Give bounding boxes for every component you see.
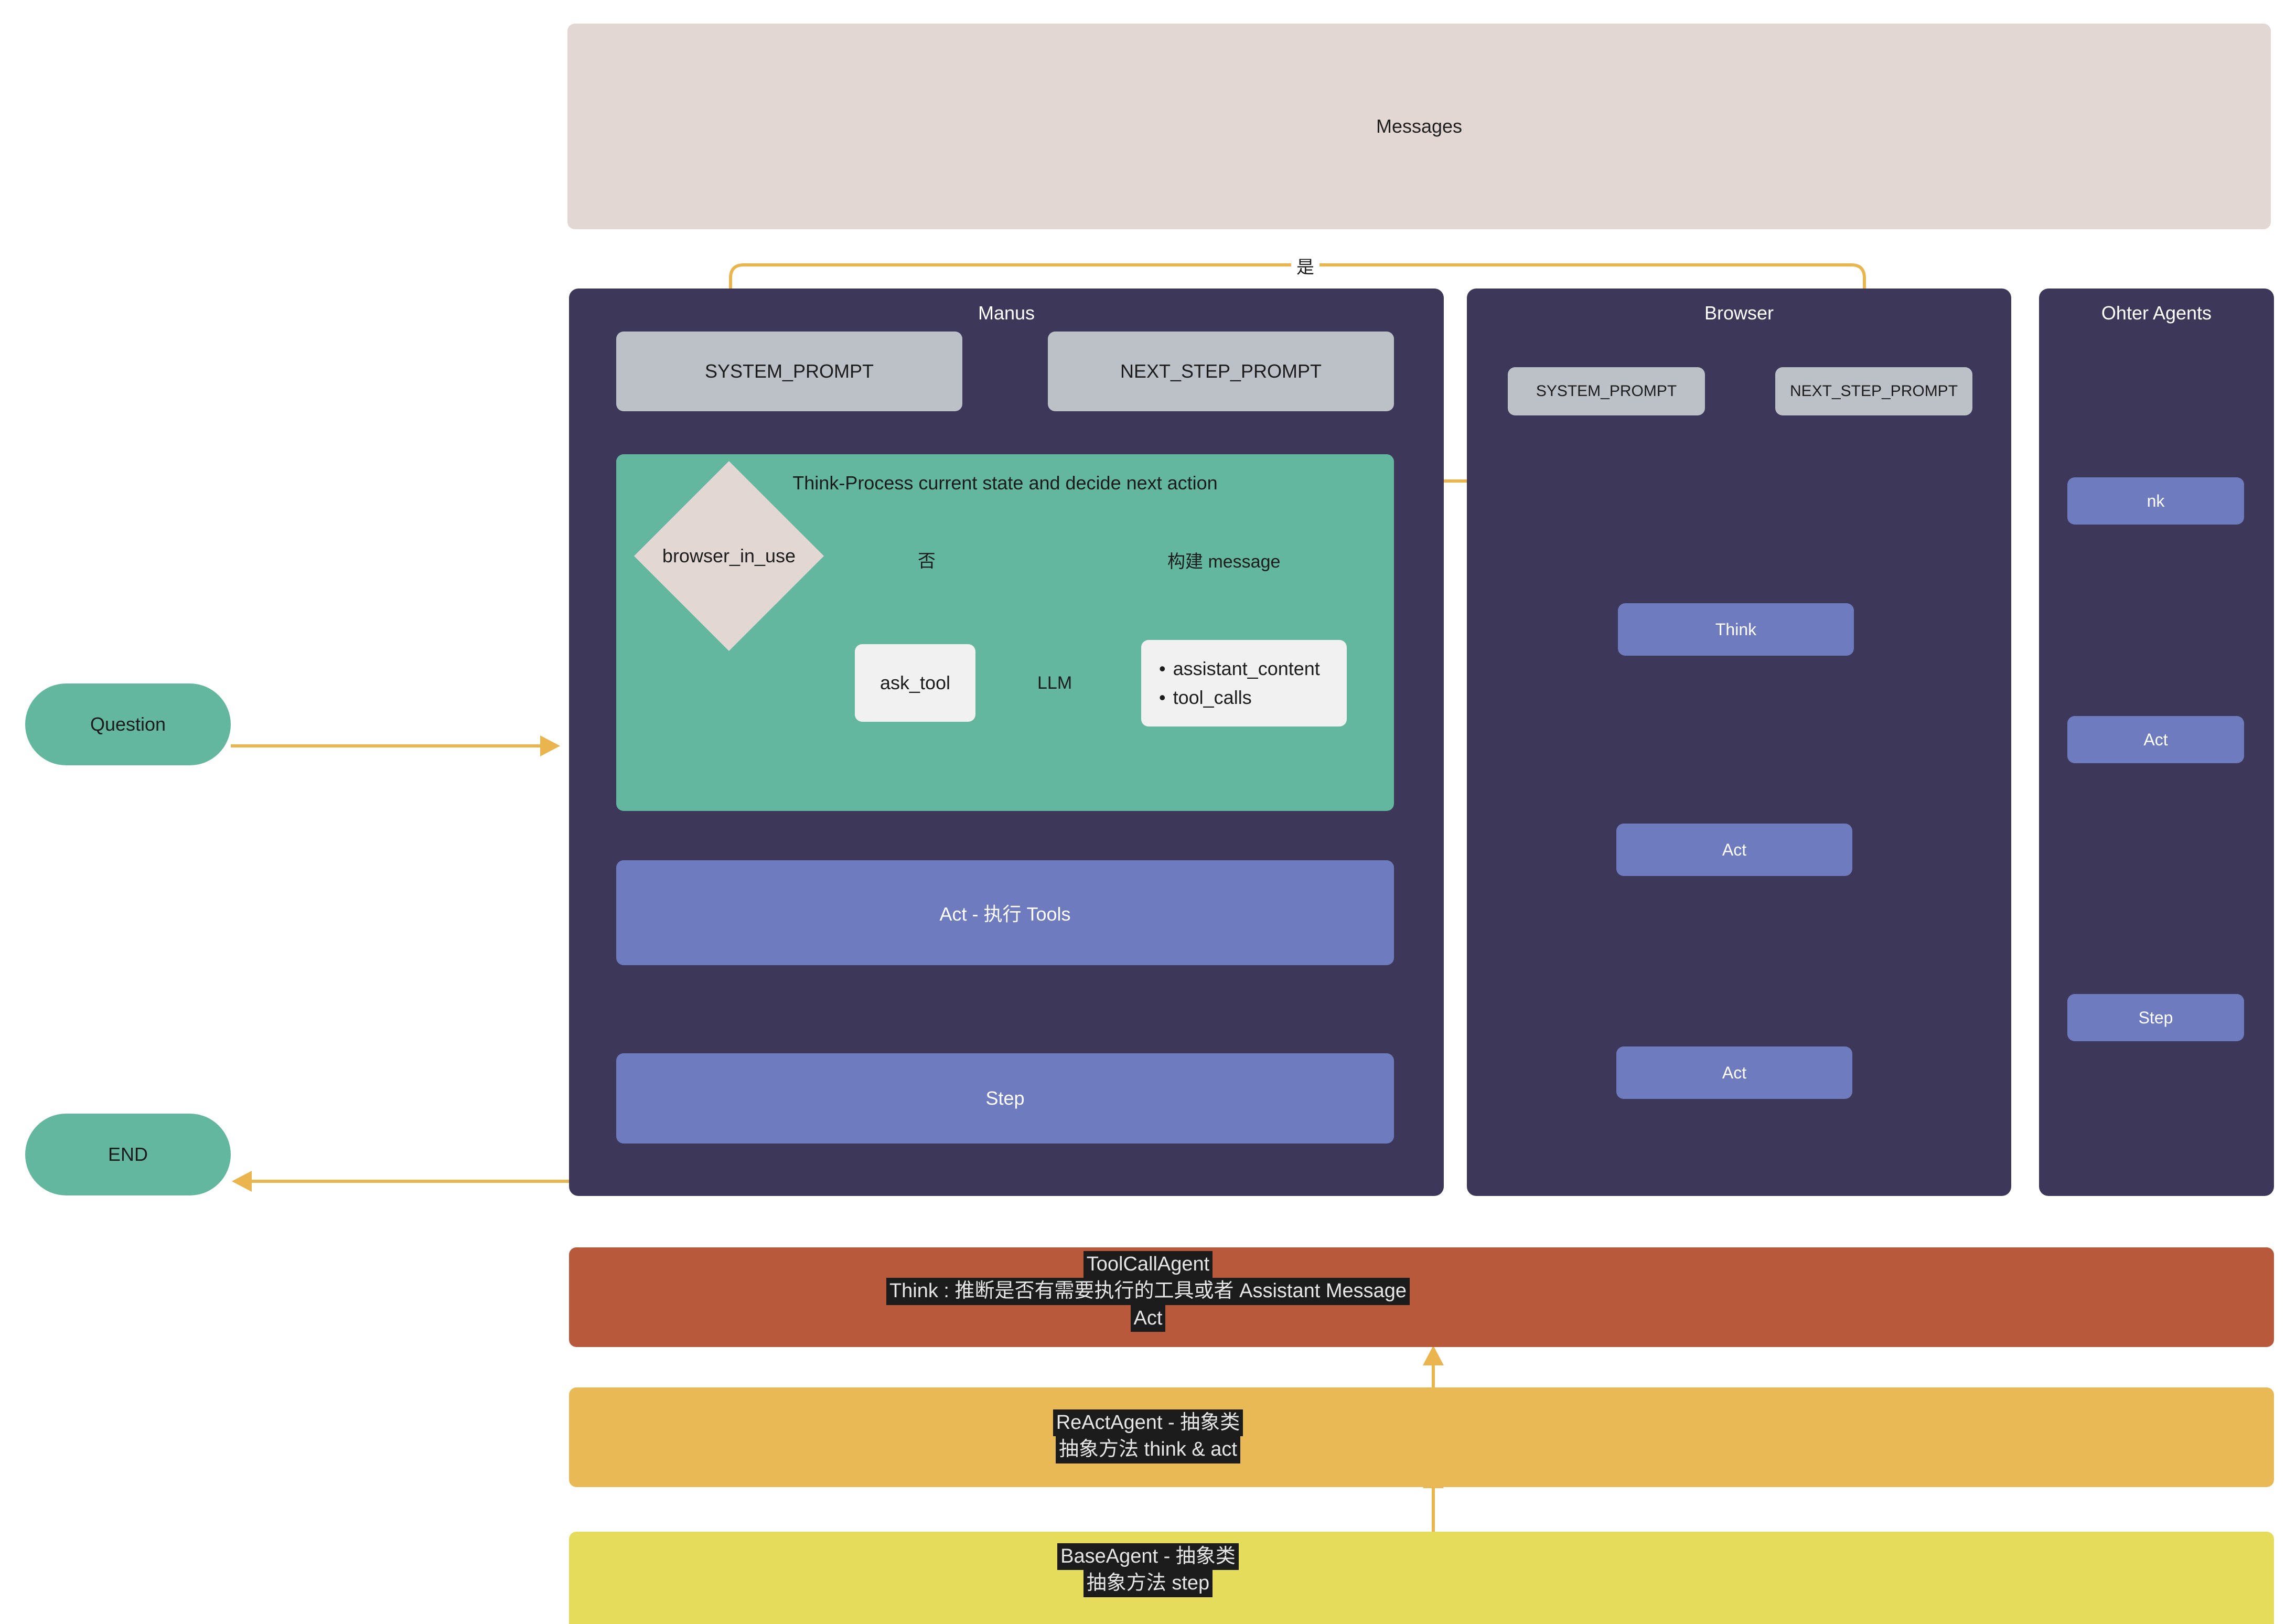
manus-next-step-prompt[interactable]: NEXT_STEP_PROMPT [1048, 332, 1394, 411]
messages-label: Messages [1376, 115, 1463, 137]
manus-act-label: Act - 执行 Tools [939, 903, 1071, 925]
result-bullet-tool-calls: tool_calls [1159, 683, 1329, 712]
tool-call-agent-line-2: Think : 推断是否有需要执行的工具或者 Assistant Message [886, 1278, 1410, 1305]
result-bullet-assistant-content: assistant_content [1159, 655, 1329, 683]
other-agents-title: Ohter Agents [2101, 302, 2212, 324]
browser-panel: Browser [1467, 289, 2011, 1196]
browser-act-1-label: Act [1722, 840, 1747, 859]
edge-label-no: 否 [913, 547, 941, 572]
manus-system-prompt[interactable]: SYSTEM_PROMPT [616, 332, 962, 411]
browser-act-box-2[interactable]: Act [1616, 1046, 1852, 1099]
end-terminator[interactable]: END [25, 1114, 231, 1195]
browser-system-prompt[interactable]: SYSTEM_PROMPT [1508, 367, 1705, 415]
arrow-question-to-manus [540, 735, 560, 756]
other-agents-act-box[interactable]: Act [2067, 716, 2244, 763]
arrow-base-to-react [1423, 1345, 1444, 1365]
start-terminator[interactable]: Question [25, 683, 231, 765]
decision-label: browser_in_use [662, 545, 796, 567]
browser-system-prompt-label: SYSTEM_PROMPT [1536, 382, 1677, 400]
react-agent-text: ReActAgent - 抽象类 抽象方法 think & act [0, 1409, 2296, 1463]
tool-call-agent-bar [569, 1247, 2274, 1347]
manus-think-title: Think-Process current state and decide n… [792, 472, 1218, 494]
base-agent-bar [569, 1532, 2274, 1624]
tool-call-agent-text: ToolCallAgent Think : 推断是否有需要执行的工具或者 Ass… [0, 1251, 2296, 1332]
other-agents-think-label: nk [2147, 491, 2165, 510]
edge-label-yes: 是 [1291, 253, 1319, 279]
edge-label-build-message: 构建 message [1162, 547, 1286, 573]
manus-next-step-prompt-label: NEXT_STEP_PROMPT [1120, 360, 1322, 382]
browser-in-use-decision[interactable]: browser_in_use [634, 461, 824, 651]
ask-tool-box[interactable]: ask_tool [855, 644, 975, 722]
tool-call-agent-line-1: ToolCallAgent [1083, 1251, 1213, 1278]
manus-act-box[interactable]: Act - 执行 Tools [616, 860, 1394, 965]
arrow-manus-to-end [232, 1171, 252, 1192]
base-agent-text: BaseAgent - 抽象类 抽象方法 step [0, 1543, 2296, 1597]
react-agent-line-2: 抽象方法 think & act [1056, 1436, 1240, 1463]
base-agent-line-1: BaseAgent - 抽象类 [1057, 1543, 1239, 1570]
other-agents-think-box[interactable]: nk [2067, 477, 2244, 525]
other-agents-act-label: Act [2143, 730, 2168, 749]
llm-result-box[interactable]: assistant_content tool_calls [1141, 640, 1347, 726]
manus-system-prompt-label: SYSTEM_PROMPT [704, 360, 874, 382]
browser-think-box[interactable]: Think [1618, 603, 1854, 656]
react-agent-line-1: ReActAgent - 抽象类 [1053, 1409, 1243, 1437]
messages-banner: Messages [567, 24, 2271, 229]
manus-step-box[interactable]: Step [616, 1053, 1394, 1144]
browser-act-2-label: Act [1722, 1063, 1747, 1082]
browser-think-label: Think [1715, 619, 1757, 639]
browser-next-step-prompt-label: NEXT_STEP_PROMPT [1789, 382, 1958, 400]
start-terminator-label: Question [90, 713, 166, 735]
tool-call-agent-line-3: Act [1130, 1305, 1166, 1332]
other-agents-step-label: Step [2138, 1008, 2173, 1027]
base-agent-line-2: 抽象方法 step [1083, 1570, 1213, 1597]
react-agent-bar [569, 1387, 2274, 1487]
browser-next-step-prompt[interactable]: NEXT_STEP_PROMPT [1775, 367, 1972, 415]
other-agents-step-box[interactable]: Step [2067, 994, 2244, 1041]
manus-title: Manus [978, 302, 1035, 324]
browser-title: Browser [1704, 302, 1774, 324]
ask-tool-label: ask_tool [879, 672, 951, 693]
manus-step-label: Step [985, 1087, 1025, 1109]
edge-label-llm: LLM [1032, 673, 1078, 693]
end-terminator-label: END [108, 1144, 148, 1165]
browser-act-box-1[interactable]: Act [1616, 824, 1852, 876]
